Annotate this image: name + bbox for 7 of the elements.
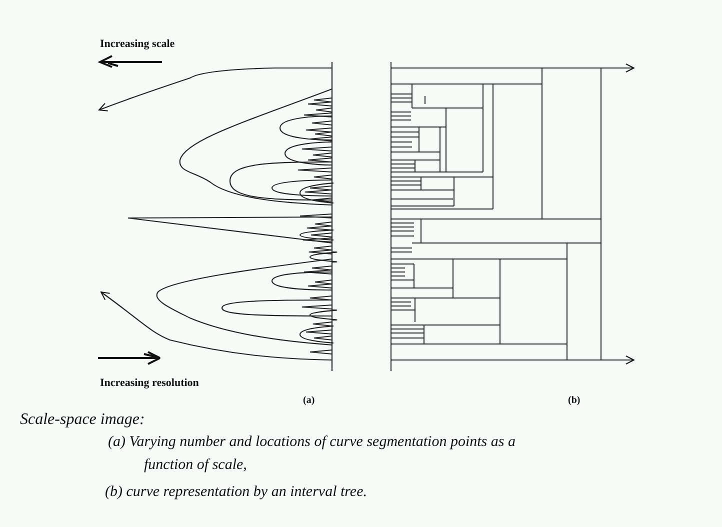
panel-label: (b) [568, 394, 580, 408]
caption-item: (a) Varying number and locations of curve segmentation points as a function of scale, [108, 433, 516, 474]
caption-item: (b) curve representation by an interval tree. [105, 483, 368, 502]
panel-label: (a) [303, 394, 315, 408]
axis-label: Increasing scale [100, 37, 175, 52]
axis-label: Increasing resolution [100, 376, 199, 391]
figure-caption: Scale-space image: [20, 410, 145, 430]
